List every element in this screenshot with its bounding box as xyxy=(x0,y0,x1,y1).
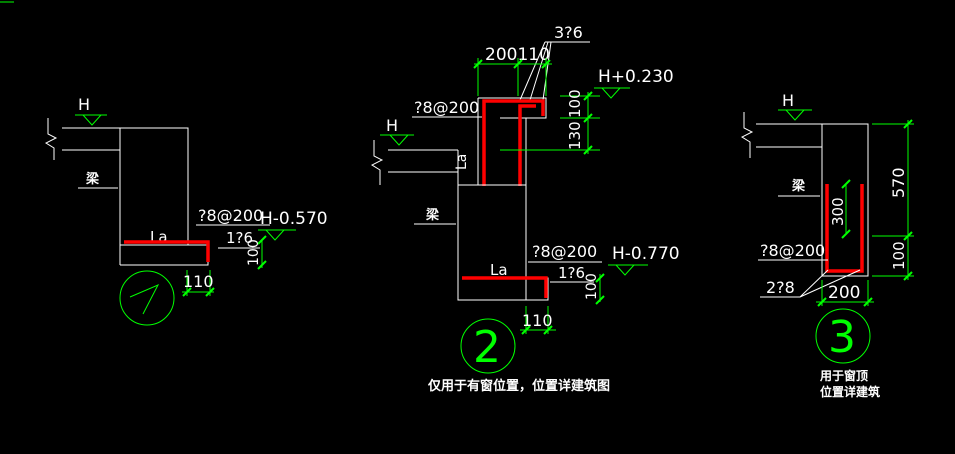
detail1-break-line xyxy=(44,118,58,160)
detail3-dim-300: 300 xyxy=(829,197,847,226)
detail2-number-circle xyxy=(460,318,516,374)
detail3-number: 3 xyxy=(828,312,856,363)
detail3-bars-leader xyxy=(760,269,861,298)
detail1-dim-tick-bot xyxy=(257,260,267,270)
detail2-dim-width: 110 xyxy=(522,311,553,330)
detail2-dim-top: 200110 xyxy=(485,45,550,65)
detail1-number-circle xyxy=(119,270,175,326)
detail2-top-bars: 3?6 xyxy=(554,23,583,42)
detail2-bottom-level: H-0.770 xyxy=(612,244,680,264)
detail1-dim-height: 100 xyxy=(246,239,262,266)
detail2-beam-outline xyxy=(457,150,527,301)
detail1-dim-width: 110 xyxy=(183,272,214,291)
detail3-dim-100: 100 xyxy=(890,241,908,270)
detail-1: H 梁 La ?8@200 H-0.570 1?6 100 xyxy=(44,95,328,326)
detail2-bottom-level-triangle xyxy=(608,264,648,276)
detail2-upper-outline xyxy=(478,97,547,119)
detail2-rebar-bottom xyxy=(462,276,548,298)
detail2-note: 仅用于有窗位置，位置详建筑图 xyxy=(427,378,610,394)
detail3-dim300-tick-t xyxy=(841,179,851,189)
detail2-beam-label: 梁 xyxy=(425,207,440,223)
detail2-dim-100: 100 xyxy=(566,89,584,118)
detail2-dim-vtick2 xyxy=(583,113,593,123)
detail2-dim-htick-r xyxy=(543,325,553,335)
detail2-break-line xyxy=(370,140,384,185)
detail-3: H 梁 300 570 100 ?8@200 2?8 200 xyxy=(740,91,914,399)
detail2-dim-tick-bb xyxy=(595,295,605,305)
detail2-top-level-triangle xyxy=(594,87,630,99)
detail2-number: 2 xyxy=(473,322,501,373)
detail3-dim300-tick-b xyxy=(841,229,851,239)
detail2-level-mark: H xyxy=(386,116,398,135)
detail3-dim-width: 200 xyxy=(828,283,860,303)
detail2-level-triangle xyxy=(380,134,414,146)
detail2-dim-tick2 xyxy=(513,59,523,69)
detail1-rebar xyxy=(124,240,210,262)
detail3-dim-vtick1 xyxy=(903,119,913,129)
detail3-note-line1: 用于窗顶 xyxy=(819,368,868,383)
detail3-dim-570: 570 xyxy=(889,167,908,198)
detail3-dim-vtick2 xyxy=(903,231,913,241)
detail1-number-glyph xyxy=(129,283,160,315)
detail1-ledge xyxy=(120,244,209,266)
detail1-long-bars: 1?6 xyxy=(226,229,253,247)
detail3-dim-vtick3 xyxy=(903,271,913,281)
detail3-beam-outline xyxy=(821,123,869,277)
detail3-rebar-spec: ?8@200 xyxy=(760,241,825,260)
detail3-break-line xyxy=(740,112,754,158)
detail1-dim-tick-top xyxy=(257,235,267,245)
detail3-stirrup xyxy=(825,184,864,273)
detail1-offset-triangle xyxy=(258,229,296,241)
detail2-rebar-outer xyxy=(482,99,545,186)
detail2-rebar-inner xyxy=(518,104,536,186)
detail2-dim-height: 100 xyxy=(584,273,600,300)
detail1-rebar-spec: ?8@200 xyxy=(198,206,263,225)
detail1-beam-label: 梁 xyxy=(85,171,100,187)
detail2-dim-tick-bt xyxy=(595,273,605,283)
detail1-level-offset: H-0.570 xyxy=(260,209,328,229)
detail2-anchor-bottom: La xyxy=(490,261,508,279)
detail2-anchor-top: La xyxy=(454,154,470,170)
detail2-top-rebar-spec: ?8@200 xyxy=(414,98,479,117)
detail2-bottom-rebar-spec: ?8@200 xyxy=(532,242,597,261)
detail2-dim-130: 130 xyxy=(566,121,584,150)
detail1-level-mark: H xyxy=(78,95,90,114)
detail2-dim-vtick3 xyxy=(583,145,593,155)
detail3-level-mark: H xyxy=(782,91,794,110)
detail2-long-bars: 1?6 xyxy=(558,264,585,282)
detail3-bars: 2?8 xyxy=(766,278,795,297)
detail3-dim-htick-r xyxy=(863,297,873,307)
detail2-top-level: H+0.230 xyxy=(598,67,674,87)
detail-2: 3?6 200110 H+0.230 ?8@200 100 130 xyxy=(370,23,680,394)
detail2-dim-vtick1 xyxy=(583,91,593,101)
detail3-number-circle xyxy=(815,308,871,364)
detail1-dim-tick-l xyxy=(182,287,192,297)
detail3-dim-htick-l xyxy=(817,297,827,307)
detail3-level-triangle xyxy=(778,109,812,121)
detail1-dim-tick-r xyxy=(205,287,215,297)
detail2-top-bars-pointers xyxy=(519,41,552,101)
detail2-dim-tick3 xyxy=(541,59,551,69)
detail2-dim-htick-l xyxy=(521,325,531,335)
detail3-note-line2: 位置详建筑 xyxy=(820,384,880,399)
detail3-beam-label: 梁 xyxy=(791,178,806,194)
detail1-level-triangle xyxy=(75,114,107,126)
detail2-dim-tick1 xyxy=(473,59,483,69)
